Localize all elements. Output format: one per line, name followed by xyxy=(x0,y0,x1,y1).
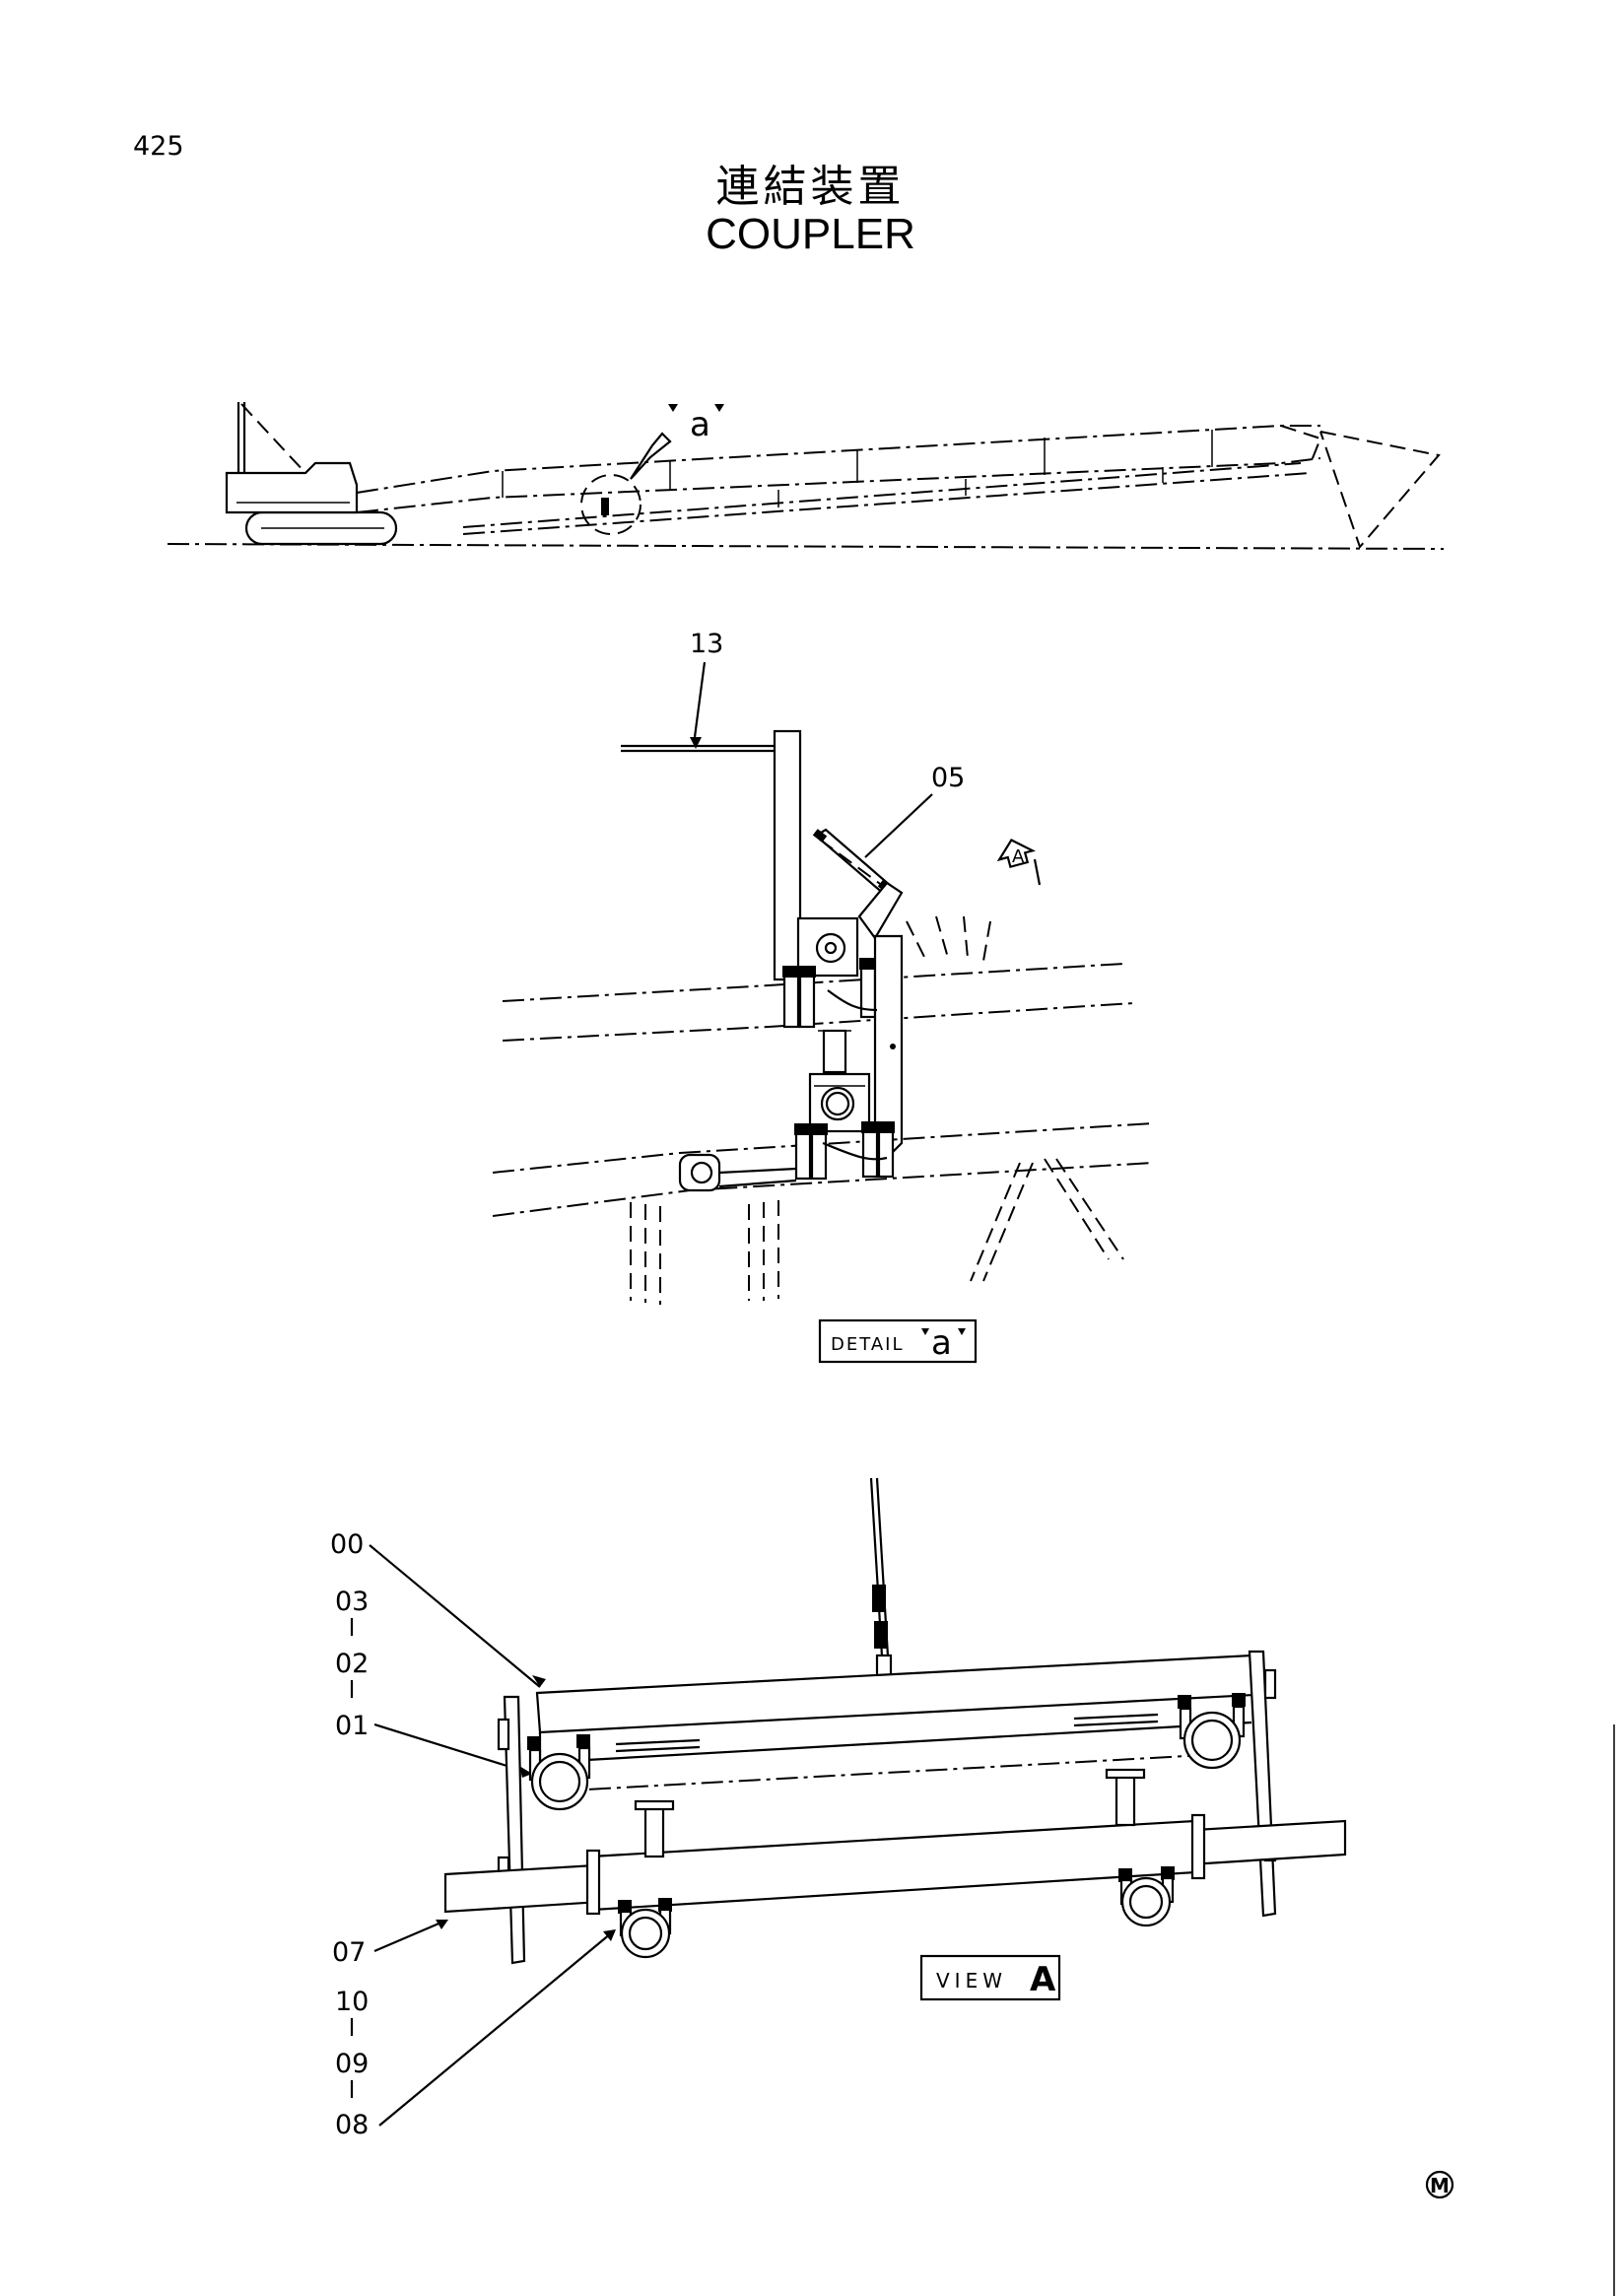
view-a-marker: A xyxy=(1012,846,1025,867)
lower-pipe-clamp-left xyxy=(618,1898,672,1959)
callout-01: 01 xyxy=(335,1711,369,1741)
page-number: 425 xyxy=(133,131,184,162)
callout-13: 13 xyxy=(690,629,723,659)
upper-beam xyxy=(535,1654,1255,1734)
callout-07: 07 xyxy=(332,1937,366,1968)
lower-u-bolts xyxy=(794,1121,895,1181)
callout-05: 05 xyxy=(931,763,965,793)
vertical-post xyxy=(773,729,802,981)
callout-08: 08 xyxy=(335,2110,369,2140)
callout-03: 03 xyxy=(335,1587,369,1617)
detail-a-circle xyxy=(580,474,642,535)
view-a-caption-prefix: VIEW xyxy=(936,1969,1007,1992)
overview-drawing: a xyxy=(167,402,1445,550)
detail-a-caption-box xyxy=(818,1318,978,1364)
detail-a-caption-prefix: DETAIL xyxy=(831,1334,904,1355)
callout-00: 00 xyxy=(330,1529,364,1560)
crane-body xyxy=(225,461,359,514)
upper-pipe-clamp-right xyxy=(1178,1693,1246,1770)
m-mark-circle xyxy=(1425,2170,1454,2199)
callout-02: 02 xyxy=(335,1649,369,1679)
callout-09: 09 xyxy=(335,2049,369,2079)
lower-sleeve xyxy=(589,1819,1198,1912)
callout-10: 10 xyxy=(335,1987,369,2017)
title-japanese: 連結装置 xyxy=(715,162,906,212)
view-a-caption-box xyxy=(919,1954,1061,2001)
view-a-caption-letter: A xyxy=(1030,1960,1056,1999)
detail-a-drawing: 13 05 A xyxy=(492,629,1154,1364)
lower-pipe-clamp-right xyxy=(1118,1866,1175,1927)
m-mark-letter: M xyxy=(1430,2174,1450,2197)
overview-detail-marker: a xyxy=(690,405,710,444)
upper-pipe-clamp-left xyxy=(527,1734,591,1811)
detail-a-caption-letter: a xyxy=(931,1323,952,1363)
view-a-drawing: 00 03 02 01 07 10 09 08 xyxy=(330,1477,1347,2140)
lower-clamp-housing xyxy=(808,1072,871,1133)
title-english: COUPLER xyxy=(706,210,915,258)
